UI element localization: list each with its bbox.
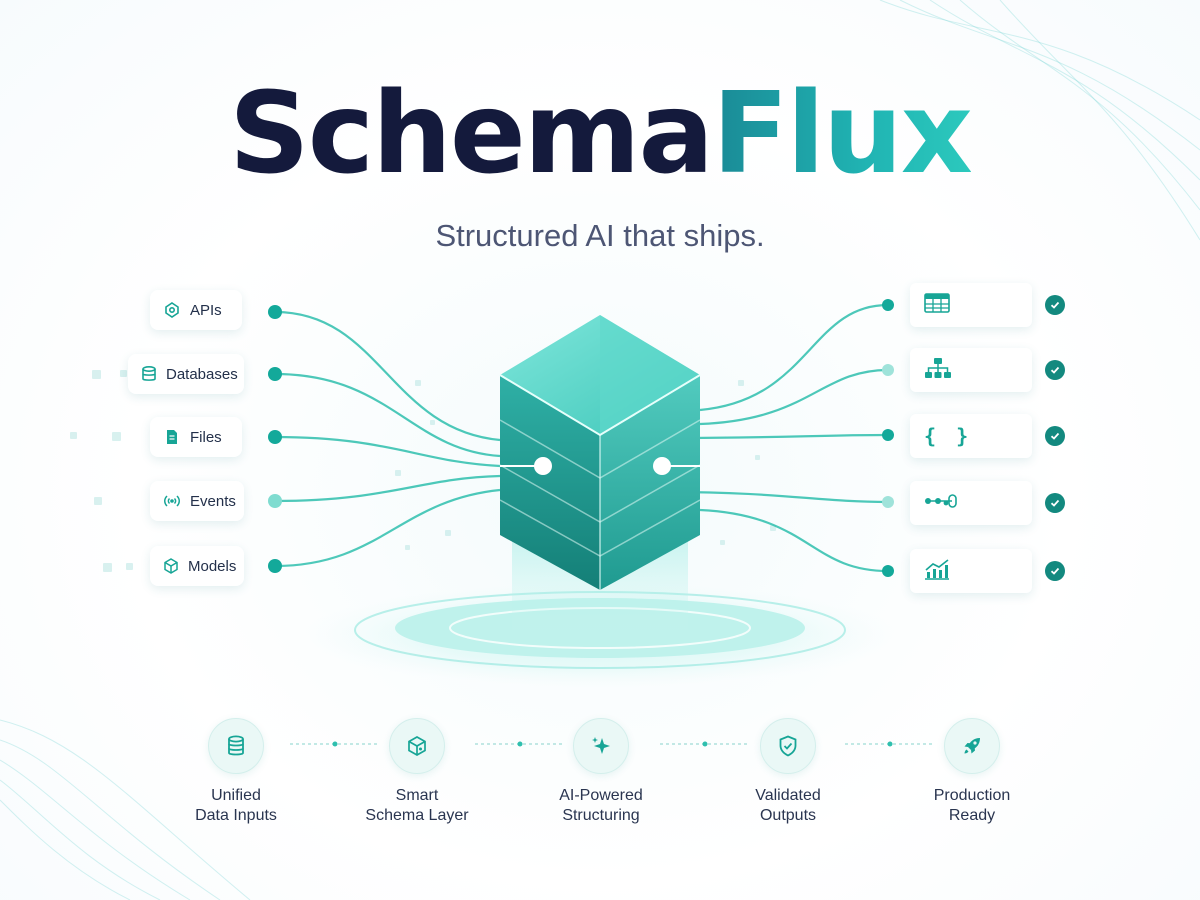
pipeline-icon (924, 492, 958, 515)
broadcast-icon (162, 491, 182, 511)
json-braces-icon: { } (924, 424, 973, 448)
feature-label-line1: Unified (211, 787, 261, 804)
input-label: Databases (166, 365, 238, 383)
output-hierarchy[interactable] (910, 348, 1032, 392)
rocket-icon (944, 718, 1000, 774)
brand-title-part1: Schema (229, 69, 714, 199)
feature-label-line1: Smart (395, 787, 439, 804)
input-apis[interactable]: APIs (150, 290, 242, 330)
database-icon (140, 364, 158, 384)
sparkle-icon (573, 718, 629, 774)
connector-dot (882, 429, 894, 441)
database-icon (208, 718, 264, 774)
output-chart[interactable] (910, 549, 1032, 593)
input-label: Events (190, 492, 236, 510)
input-models[interactable]: Models (150, 546, 244, 586)
input-connector-dots (268, 305, 282, 573)
input-label: APIs (190, 301, 222, 319)
connector-dot (268, 430, 282, 444)
connector-dot (882, 565, 894, 577)
connector-dot (268, 367, 282, 381)
schema-cube-core (499, 315, 701, 590)
shield-check-icon (760, 718, 816, 774)
input-label: Models (188, 557, 237, 575)
feature-label-line1: AI-Powered (559, 787, 643, 804)
connector-dot (268, 559, 282, 573)
feature-label-line2: Outputs (759, 807, 817, 824)
chart-icon (924, 558, 950, 585)
schema-cube-icon (389, 718, 445, 774)
table-icon (924, 292, 950, 318)
output-pipeline[interactable] (910, 481, 1032, 525)
api-cycle-icon (162, 300, 182, 320)
connector-dot (268, 305, 282, 319)
feature-label-line2: Ready (948, 807, 996, 824)
input-databases[interactable]: Databases (128, 354, 244, 394)
validated-check-icon (1045, 493, 1065, 513)
input-files[interactable]: Files (150, 417, 242, 457)
tagline: Structured AI that ships. (435, 218, 765, 253)
hierarchy-icon (924, 357, 952, 384)
validated-check-icon (1045, 426, 1065, 446)
feature-label-line2: Schema Layer (365, 807, 469, 824)
feature-label-line1: Validated (755, 787, 821, 804)
connector-dot (882, 496, 894, 508)
brand-title: SchemaFlux (0, 78, 1200, 190)
connector-dot (268, 494, 282, 508)
input-label: Files (190, 428, 222, 446)
validated-check-icon (1045, 561, 1065, 581)
feature-label-line2: Data Inputs (195, 807, 277, 824)
validated-check-icon (1045, 360, 1065, 380)
connector-dot (882, 299, 894, 311)
connector-dot (882, 364, 894, 376)
cube-icon (162, 556, 180, 576)
brand-title-part2: Flux (712, 69, 973, 199)
feature-label-line1: Production (933, 787, 1011, 804)
output-connector-dots (882, 299, 894, 577)
file-icon (162, 427, 182, 447)
validated-check-icon (1045, 295, 1065, 315)
feature-label-line2: Structuring (562, 807, 640, 824)
output-table[interactable] (910, 283, 1032, 327)
input-events[interactable]: Events (150, 481, 244, 521)
output-json[interactable]: { } (910, 414, 1032, 458)
